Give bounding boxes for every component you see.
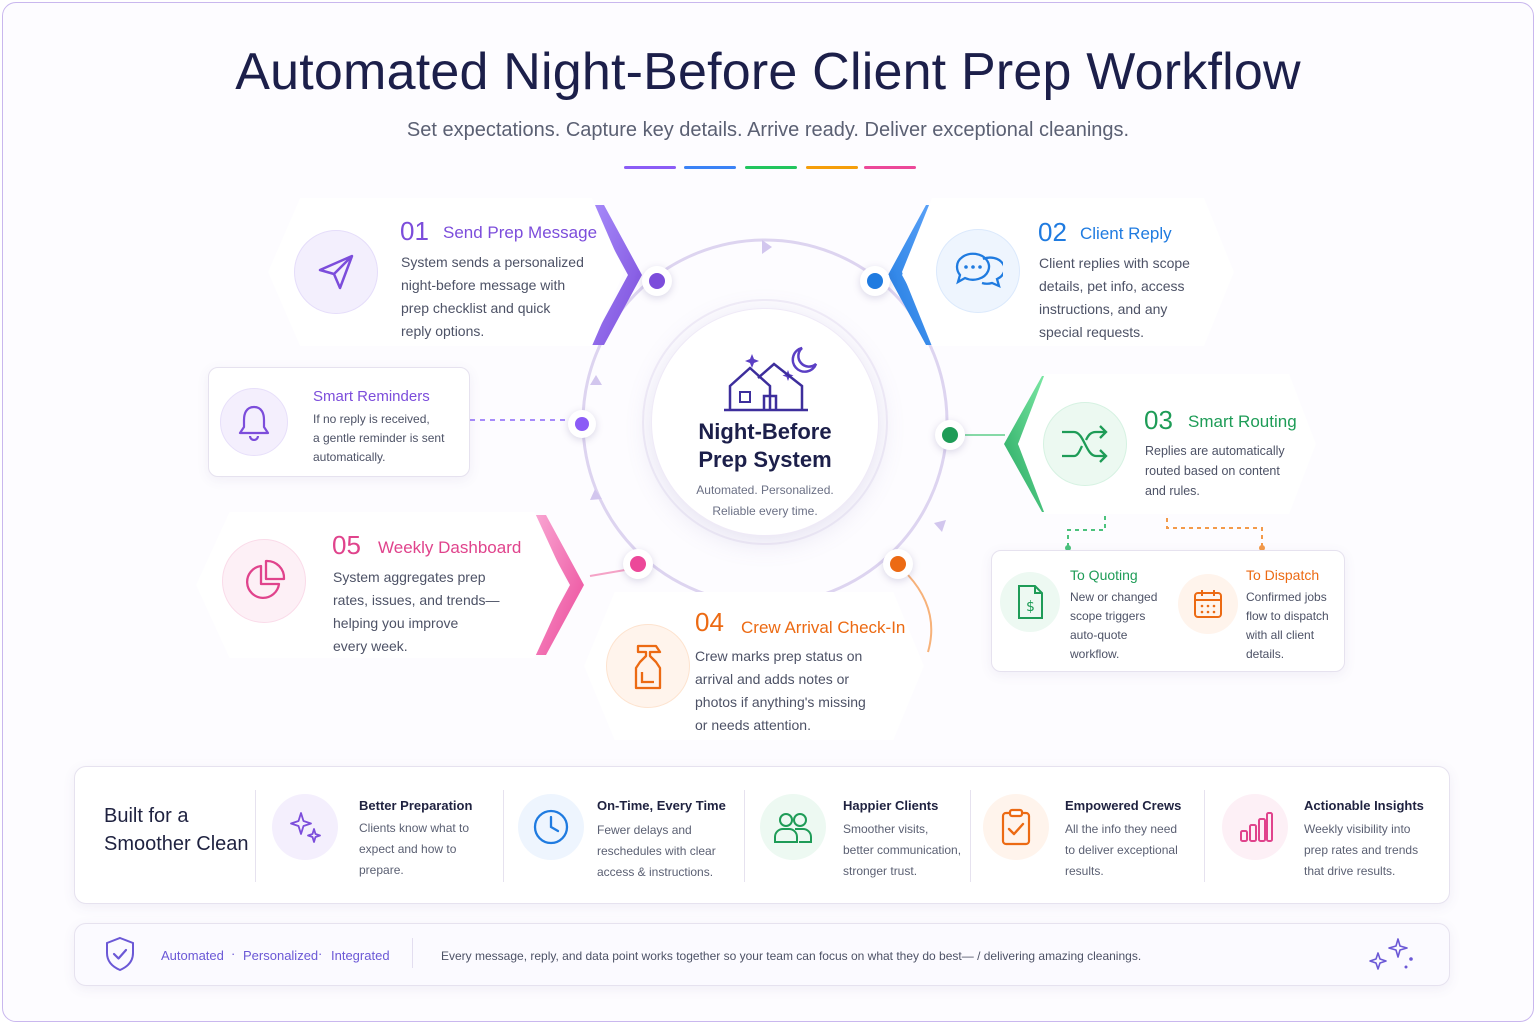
step-05-title: Weekly Dashboard	[378, 538, 522, 557]
benefits-divider	[1204, 790, 1205, 882]
step-04-title: Crew Arrival Check-In	[741, 618, 906, 637]
step-01-node	[642, 266, 672, 296]
benefits-divider	[255, 790, 256, 882]
step-03-icon-circle	[1043, 402, 1127, 486]
chat-bubbles-icon	[955, 252, 1003, 289]
benefit-1-title: Better Preparation	[359, 798, 473, 813]
footer-tag-separator: ·	[231, 946, 236, 961]
page-subtitle: Set expectations. Capture key details. A…	[406, 119, 1130, 141]
calendar-icon	[1194, 590, 1222, 618]
step-02-title: Client Reply	[1080, 224, 1172, 243]
step-01-icon-circle	[294, 230, 378, 314]
reminders-node	[568, 410, 596, 438]
step-03-number: 03	[1144, 405, 1173, 435]
footer-divider	[412, 938, 413, 968]
step-02-chevron	[888, 205, 940, 345]
accent-dash-purple	[624, 166, 676, 169]
benefits-divider	[503, 790, 504, 882]
clipboard-check-icon	[1001, 808, 1031, 846]
dispatch-title: To Dispatch	[1246, 567, 1320, 583]
benefit-2-icon-circle	[518, 794, 584, 860]
step-05-icon-circle	[222, 539, 306, 623]
benefit-3-body: Smoother visits,better communication,str…	[843, 822, 962, 878]
benefit-3-icon-circle	[760, 794, 826, 860]
users-icon	[774, 813, 812, 843]
reminders-title: Smart Reminders	[313, 388, 430, 405]
bell-icon	[238, 405, 270, 441]
step-02-icon-circle	[936, 229, 1020, 313]
step-05-node	[623, 549, 653, 579]
page-title: Automated Night-Before Client Prep Workf…	[235, 43, 1301, 101]
reminders-body: If no reply is received,a gentle reminde…	[313, 412, 445, 464]
footer-tag-personalized: Personalized	[243, 948, 319, 963]
benefit-2-title: On-Time, Every Time	[597, 798, 726, 813]
sparkles-icon	[290, 812, 321, 843]
shield-check-icon	[106, 936, 134, 972]
shuffle-icon	[1062, 425, 1108, 463]
bar-chart-icon	[1240, 812, 1273, 842]
dollar-document-icon: $	[1018, 585, 1043, 619]
benefit-4-title: Empowered Crews	[1065, 798, 1182, 813]
step-01-number: 01	[400, 216, 429, 246]
step-01-title: Send Prep Message	[443, 223, 598, 242]
pie-chart-icon	[246, 559, 286, 599]
step-05-number: 05	[332, 530, 361, 560]
footer-tag-integrated: Integrated	[331, 948, 390, 963]
clock-icon	[533, 809, 569, 845]
footer-message: Every message, reply, and data point wor…	[441, 949, 1142, 963]
benefit-5-icon-circle	[1222, 794, 1288, 860]
footer-tag-separator: ·	[318, 946, 323, 961]
accent-dash-blue	[684, 166, 736, 169]
benefit-3-title: Happier Clients	[843, 798, 939, 813]
center-subtitle: Automated. Personalized. Reliable every …	[696, 483, 834, 518]
step-05-chevron	[532, 515, 584, 655]
benefit-5-title: Actionable Insights	[1304, 798, 1424, 813]
step-01-chevron	[590, 205, 642, 345]
footer-strip	[74, 923, 1450, 986]
benefit-1-icon-circle	[272, 794, 338, 860]
quoting-title: To Quoting	[1070, 567, 1138, 583]
step-04-icon-circle	[606, 624, 690, 708]
sparkles-icon	[1369, 938, 1413, 970]
svg-text:$: $	[1026, 599, 1035, 615]
accent-dash-green	[745, 166, 797, 169]
paper-plane-icon	[318, 254, 354, 290]
step-03-node	[935, 420, 965, 450]
step-02-node	[860, 266, 890, 296]
step-03-title: Smart Routing	[1188, 412, 1297, 431]
benefit-4-icon-circle	[983, 794, 1049, 860]
center-title: Night-Before Prep System	[698, 419, 832, 472]
dispatch-icon-circle	[1178, 574, 1238, 634]
step-02-number: 02	[1038, 217, 1067, 247]
accent-dash-pink	[864, 166, 916, 169]
reminders-icon-circle	[220, 388, 288, 456]
benefits-heading: Built for a Smoother Clean	[104, 805, 249, 855]
step-04-number: 04	[695, 607, 724, 637]
benefits-divider	[970, 790, 971, 882]
footer-tag-automated: Automated	[161, 948, 224, 963]
step-03-chevron	[1004, 376, 1056, 512]
benefits-divider	[744, 790, 745, 882]
accent-dash-orange	[806, 166, 858, 169]
quoting-icon-circle: $	[1000, 572, 1060, 632]
spray-bottle-icon	[634, 644, 662, 690]
step-04-node	[883, 549, 913, 579]
center-hub	[651, 308, 879, 536]
house-moon-stars-icon	[724, 346, 818, 412]
